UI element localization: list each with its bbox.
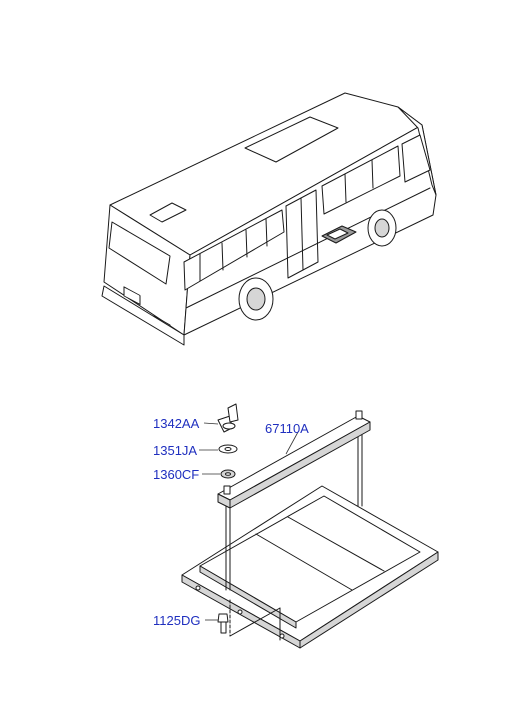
leader-lines [199, 422, 299, 621]
callout-1342aa[interactable]: 1342AA [153, 416, 200, 431]
side-windows [183, 209, 285, 291]
roof-vent-rear [149, 202, 187, 223]
roof-vent-front [244, 116, 339, 163]
rear-wheel [238, 277, 274, 321]
bolt-icon [217, 613, 229, 634]
front-wheel [367, 209, 397, 247]
wing-nut-icon [217, 403, 239, 433]
bus-illustration [101, 92, 437, 346]
spring-washer-icon [220, 469, 236, 479]
callout-1360cf[interactable]: 1360CF [153, 467, 199, 482]
step-frame-assembly [181, 410, 439, 649]
callout-67110a[interactable]: 67110A [265, 421, 309, 436]
callout-1125dg[interactable]: 1125DG [153, 613, 200, 628]
callout-1351ja[interactable]: 1351JA [153, 443, 197, 458]
rear-window [108, 221, 171, 285]
callout-labels: 1342AA 1351JA 1360CF 67110A 1125DG [153, 416, 309, 628]
flat-washer-icon [218, 444, 238, 454]
